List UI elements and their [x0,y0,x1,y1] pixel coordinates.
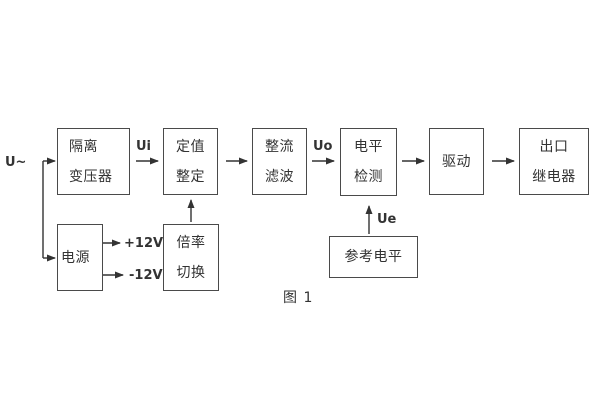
block-isolation-transformer: 隔离 变压器 [57,128,130,195]
block-rectifier-filter: 整流 滤波 [252,128,307,195]
block-reference-level: 参考电平 [329,236,418,278]
block-ratio-switch: 倍率 切换 [163,224,219,291]
label-minus-12v: -12V [129,268,163,283]
label-plus-12v: +12V [124,236,164,251]
block-setting-line2: 整定 [176,168,205,185]
block-level-detection: 电平 检测 [340,128,397,196]
block-output-relay-line1: 出口 [539,138,569,155]
block-rectifier-filter-line2: 滤波 [265,168,294,185]
block-ratio-switch-line1: 倍率 [176,234,206,251]
block-reference-level-line1: 参考电平 [344,249,403,265]
label-ui: Ui [136,139,152,154]
block-ratio-switch-line2: 切换 [176,264,206,281]
block-driver-line1: 驱动 [442,153,471,170]
block-setting: 定值 整定 [163,128,218,195]
block-rectifier-filter-line1: 整流 [265,138,294,155]
block-output-relay-line2: 继电器 [532,168,576,185]
label-uo: Uo [313,139,333,154]
block-power-supply-line1: 电源 [61,249,90,266]
block-output-relay: 出口 继电器 [519,128,589,195]
block-isolation-transformer-line2: 变压器 [69,168,113,185]
label-input-voltage: U~ [5,155,27,170]
block-setting-line1: 定值 [176,138,205,155]
block-level-detection-line2: 检测 [354,169,383,185]
block-isolation-transformer-line1: 隔离 [69,138,98,155]
block-power-supply: 电源 [57,224,103,291]
label-ue: Ue [377,212,397,227]
block-driver: 驱动 [429,128,484,195]
block-level-detection-line1: 电平 [354,139,383,155]
figure-caption: 图 1 [283,290,314,306]
